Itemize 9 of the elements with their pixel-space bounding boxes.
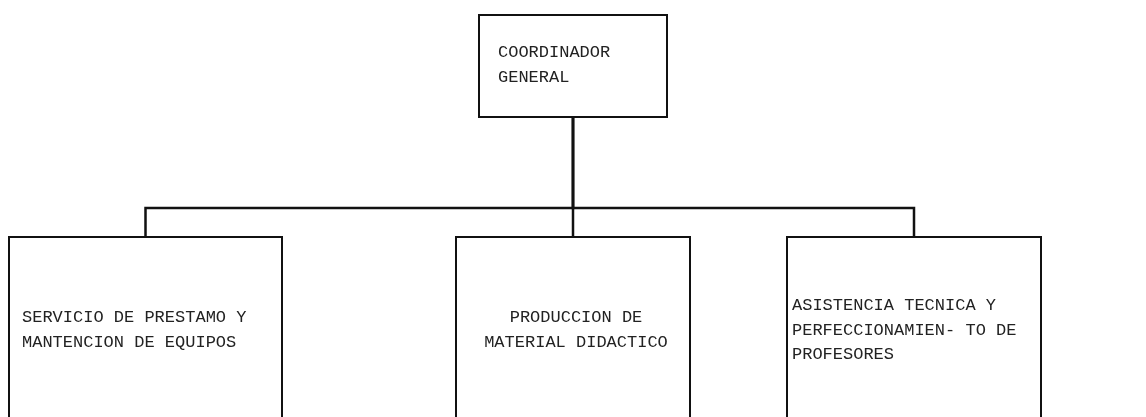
box-label: SERVICIO DE PRESTAMO Y MANTENCION DE EQUIPOS bbox=[22, 307, 248, 354]
org-box bbox=[478, 14, 668, 118]
org-box bbox=[455, 236, 691, 417]
box-label: COORDINADOR GENERAL bbox=[498, 42, 612, 89]
box-label: PRODUCCION DE MATERIAL DIDACTICO bbox=[483, 307, 669, 354]
org-box bbox=[8, 236, 283, 417]
box-label: ASISTENCIA TECNICA Y PERFECCIONAMIEN- TO DE PROFESORES bbox=[792, 295, 1018, 367]
org-box bbox=[786, 236, 1042, 417]
connector-line bbox=[571, 118, 916, 236]
